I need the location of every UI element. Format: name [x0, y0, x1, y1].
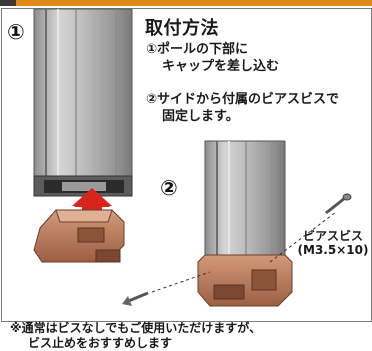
footnote-line-2: ビス止めをおすすめします	[28, 336, 173, 350]
instruction-line-3: ②サイドから付属のビアスビスで	[146, 92, 340, 107]
pole-one	[33, 8, 133, 197]
screw-name: ビアスビス	[302, 229, 363, 243]
screw-left-icon	[122, 291, 149, 306]
screw-spec: (M3.5×10)	[297, 243, 369, 257]
screw-right-icon	[325, 193, 352, 215]
screw-guide-line-right	[269, 211, 337, 263]
instruction-line-4: 固定します。	[162, 109, 239, 124]
step-two-marker: ②	[160, 176, 178, 200]
step-one-marker: ①	[7, 20, 25, 44]
header-bar-dark	[0, 0, 16, 6]
screw-label: ビアスビス (M3.5×10)	[296, 229, 370, 257]
cap-two	[197, 254, 293, 307]
instruction-line-2: キャップを差し込む	[162, 59, 280, 74]
cap-one	[33, 209, 125, 263]
pole-two	[204, 140, 286, 262]
footnote: ※通常はビスなしでもご使用いただけますが、 ビス止めをおすすめします	[10, 321, 261, 351]
footnote-line-1: ※通常はビスなしでもご使用いただけますが、	[10, 321, 262, 335]
section-title: 取付方法	[145, 18, 219, 39]
instruction-line-1: ①ポールの下部に	[146, 42, 249, 57]
header-bar-accent	[16, 0, 372, 6]
screw-guide-line-left	[151, 271, 211, 293]
